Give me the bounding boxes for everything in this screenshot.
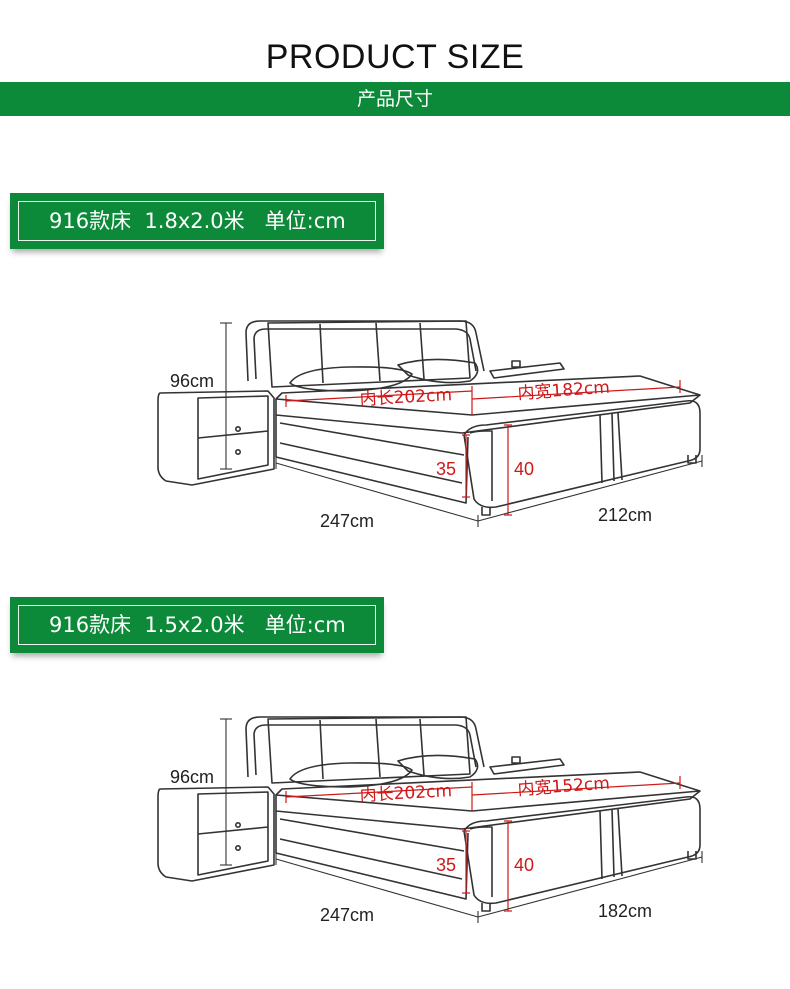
- frame-height-label: 35: [436, 855, 456, 875]
- subtitle-band: 产品尺寸: [0, 82, 790, 116]
- section-label: 916款床 1.8x2.0米 单位:cm: [18, 201, 376, 241]
- height-label: 96cm: [170, 371, 214, 391]
- frame-height-label: 35: [436, 459, 456, 479]
- total-height-label: 40: [514, 855, 534, 875]
- size-section-1: 916款床 1.8x2.0米 单位:cm: [0, 193, 790, 583]
- outer-length-label: 247cm: [320, 905, 374, 925]
- inner-length-label: 内长202cm: [359, 781, 452, 806]
- total-height-label: 40: [514, 459, 534, 479]
- height-label: 96cm: [170, 767, 214, 787]
- section-label-box: 916款床 1.8x2.0米 单位:cm: [10, 193, 384, 249]
- bed-diagram: 96cm 内长202cm 内宽152cm 35 40 247cm 182cm: [157, 716, 703, 925]
- page-title: PRODUCT SIZE: [265, 38, 525, 76]
- size-section-2: 916款床 1.5x2.0米 单位:cm: [0, 597, 790, 987]
- section-label: 916款床 1.5x2.0米 单位:cm: [18, 605, 376, 645]
- section-label-box: 916款床 1.5x2.0米 单位:cm: [10, 597, 384, 653]
- outer-width-label: 212cm: [598, 505, 652, 525]
- outer-length-label: 247cm: [320, 511, 374, 531]
- outer-width-label: 182cm: [598, 901, 652, 921]
- inner-length-label: 内长202cm: [359, 385, 452, 410]
- bed-diagram: 96cm 内长202cm 内宽182cm 35 40 247cm 212cm: [157, 320, 703, 531]
